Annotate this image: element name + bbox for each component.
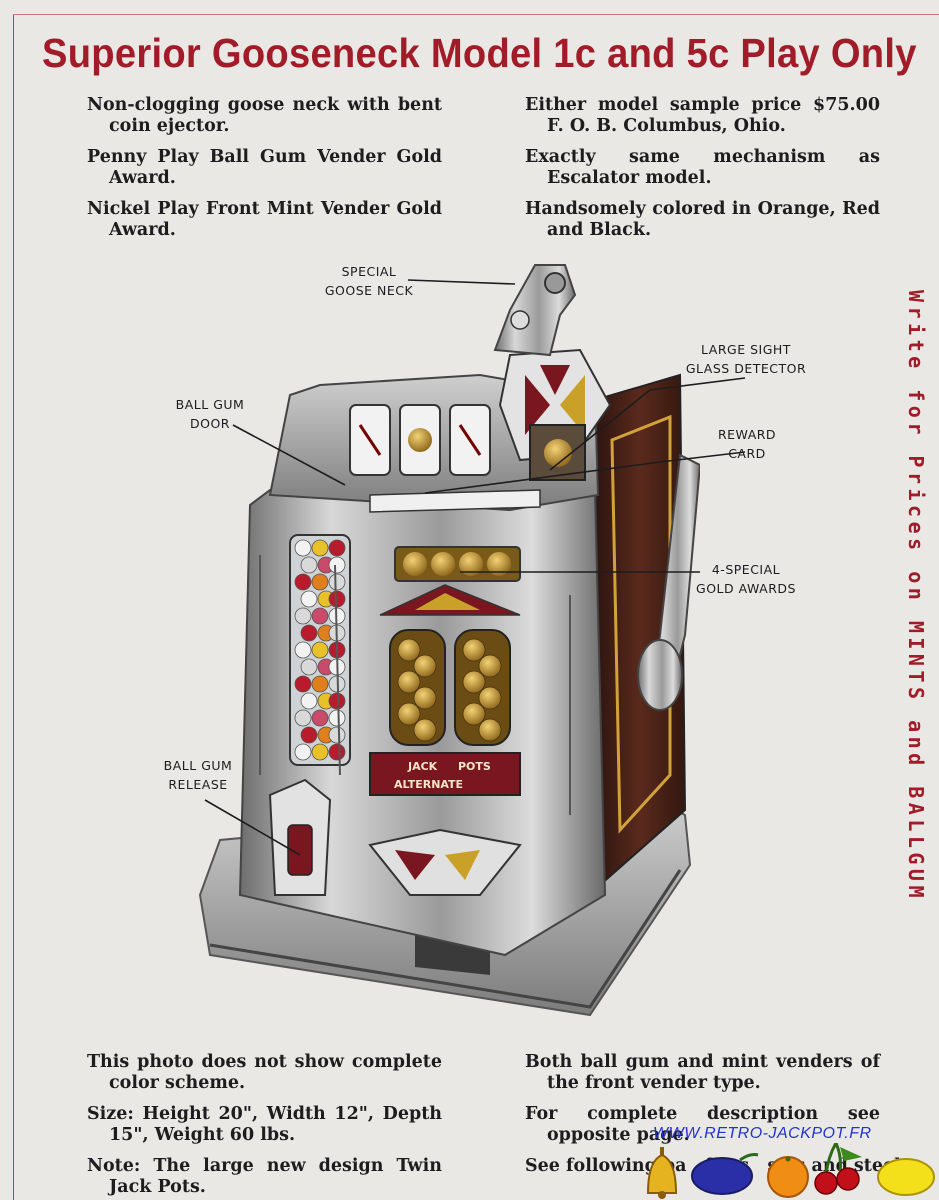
side-text-write-for-prices: Write for Prices on MINTS and BALLGUM (904, 290, 928, 903)
gumball (311, 641, 329, 659)
plum-icon (691, 1153, 759, 1195)
leader-ball-gum-release (204, 799, 301, 856)
jackpot-coin (397, 670, 421, 694)
panel-word-alternate: ALTERNATE (394, 778, 463, 791)
callout-ball-gum-door: BALL GUM DOOR (160, 395, 260, 433)
watermark-url[interactable]: WWW.RETRO-JACKPOT.FR (653, 1125, 872, 1142)
orange-icon (767, 1156, 809, 1198)
gumball (300, 590, 318, 608)
cherries-icon (814, 1143, 862, 1195)
leader-ball-gum-door (232, 424, 346, 486)
jackpot-coin (413, 654, 437, 678)
jackpot-coin (478, 654, 502, 678)
feature-goose-neck: Non-clogging goose neck with bent coin e… (87, 95, 442, 136)
callout-sight-glass: LARGE SIGHT GLASS DETECTOR (676, 340, 816, 378)
gumball (294, 709, 312, 727)
gumball (328, 743, 346, 761)
callout-ball-gum-door-line2: DOOR (190, 416, 230, 431)
gumball (311, 573, 329, 591)
callout-sight-glass-line1: LARGE SIGHT (701, 342, 791, 357)
leader-goose-neck (407, 279, 516, 285)
callout-goose-neck: SPECIAL GOOSE NECK (323, 262, 415, 300)
feature-colors: Handsomely colored in Orange, Red and Bl… (525, 199, 880, 240)
callout-reward-card-line1: REWARD (717, 427, 777, 442)
note-color-scheme: This photo does not show complete color … (87, 1052, 442, 1093)
feature-penny-play: Penny Play Ball Gum Vender Gold Award. (87, 147, 442, 188)
gumball (311, 675, 329, 693)
page-title: Superior Gooseneck Model 1c and 5c Play … (42, 30, 917, 76)
callout-goose-neck-line1: SPECIAL (341, 264, 397, 279)
feature-nickel-play: Nickel Play Front Mint Vender Gold Award… (87, 199, 442, 240)
gumball (311, 743, 329, 761)
gumball (294, 573, 312, 591)
callout-goose-neck-line2: GOOSE NECK (324, 283, 414, 298)
bell-icon (646, 1147, 678, 1199)
gumball (311, 539, 329, 557)
callout-sight-glass-line2: GLASS DETECTOR (685, 361, 807, 376)
page-border-top (13, 14, 939, 15)
callout-reward-card: REWARD CARD (714, 425, 780, 463)
jackpot-coin (397, 702, 421, 726)
jackpot-coin (462, 702, 486, 726)
fruit-icons-row (646, 1143, 935, 1199)
gumball (300, 624, 318, 642)
leader-sight-glass (549, 377, 746, 471)
lemon-icon (877, 1158, 935, 1196)
gumball (294, 675, 312, 693)
note-jack-pots: Note: The large new design Twin Jack Pot… (87, 1156, 442, 1197)
callout-ball-gum-release-line2: RELEASE (168, 777, 228, 792)
callout-ball-gum-release-line1: BALL GUM (163, 758, 233, 773)
callout-reward-card-line2: CARD (728, 446, 766, 461)
feature-price: Either model sample price $75.00 F. O. B… (525, 95, 880, 136)
gumball (300, 692, 318, 710)
gumball (294, 539, 312, 557)
gumball (328, 539, 346, 557)
gumball (328, 726, 346, 744)
gumball (300, 726, 318, 744)
gumball (328, 692, 346, 710)
callout-ball-gum-door-line1: BALL GUM (175, 397, 245, 412)
feature-mechanism: Exactly same mechanism as Escalator mode… (525, 147, 880, 188)
gumball (328, 573, 346, 591)
callout-gold-awards-line1: 4-SPECIAL (711, 562, 781, 577)
gumball (328, 556, 346, 574)
jackpot-coin (413, 686, 437, 710)
gumball (294, 743, 312, 761)
note-description: For complete description see opposite pa… (525, 1104, 880, 1145)
gumball (300, 658, 318, 676)
note-venders: Both ball gum and mint venders of the fr… (525, 1052, 880, 1093)
gumball (311, 709, 329, 727)
callout-gold-awards: 4-SPECIAL GOLD AWARDS (688, 560, 804, 598)
leader-reward-card (424, 451, 746, 494)
jackpot-coin (478, 686, 502, 710)
jackpot-coin (462, 638, 486, 662)
jackpot-coin (462, 670, 486, 694)
gumball (311, 607, 329, 625)
jackpot-coin (397, 638, 421, 662)
jackpot-coin (413, 718, 437, 742)
gumball (328, 709, 346, 727)
panel-word-pots: POTS (458, 760, 491, 773)
note-size: Size: Height 20", Width 12", Depth 15", … (87, 1104, 442, 1145)
jackpot-coin (478, 718, 502, 742)
panel-word-jack: JACK (407, 760, 438, 773)
gumball (300, 556, 318, 574)
page-border-left (13, 14, 14, 1200)
callout-ball-gum-release: BALL GUM RELEASE (148, 756, 248, 794)
gumball (294, 607, 312, 625)
gumball (294, 641, 312, 659)
callout-gold-awards-line2: GOLD AWARDS (696, 581, 796, 596)
slot-machine-illustration: JACK POTS ALTERNATE (198, 264, 700, 1017)
